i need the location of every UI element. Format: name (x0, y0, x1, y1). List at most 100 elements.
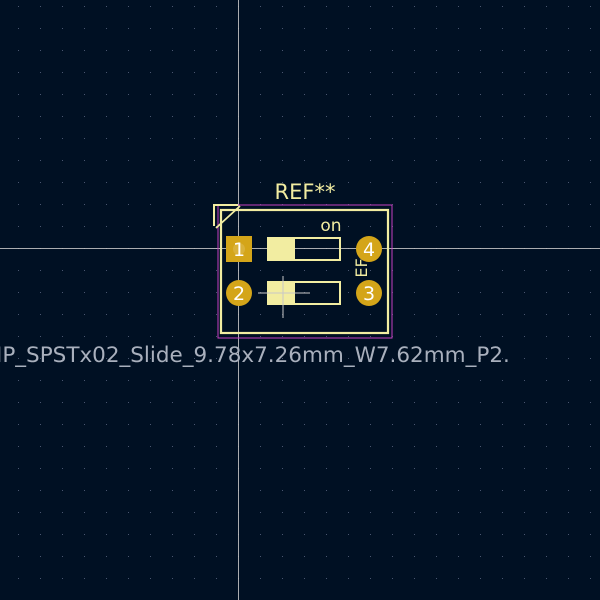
grid-dot (216, 72, 217, 73)
grid-dot (216, 116, 217, 117)
grid-dot (62, 270, 63, 271)
footprint-value[interactable]: IP_SPSTx02_Slide_9.78x7.26mm_W7.62mm_P2. (0, 343, 510, 368)
grid-dot (392, 182, 393, 183)
grid-dot (524, 292, 525, 293)
grid-dot (172, 424, 173, 425)
grid-dot (502, 512, 503, 513)
grid-dot (480, 336, 481, 337)
grid-dot (326, 6, 327, 7)
grid-dot (392, 160, 393, 161)
pad-1[interactable]: 1 (226, 236, 252, 262)
grid-dot (326, 72, 327, 73)
grid-dot (414, 336, 415, 337)
grid-dot (260, 578, 261, 579)
grid-dot (524, 160, 525, 161)
grid-dot (348, 512, 349, 513)
grid-dot (106, 182, 107, 183)
grid-dot (194, 512, 195, 513)
grid-dot (304, 424, 305, 425)
grid-dot (40, 160, 41, 161)
grid-dot (194, 446, 195, 447)
grid-dot (392, 490, 393, 491)
grid-dot (304, 116, 305, 117)
grid-dot (282, 72, 283, 73)
grid-dot (414, 182, 415, 183)
grid-dot (84, 50, 85, 51)
grid-dot (106, 270, 107, 271)
grid-dot (590, 578, 591, 579)
grid-dot (18, 556, 19, 557)
pad-3[interactable]: 3 (356, 280, 382, 306)
grid-dot (282, 336, 283, 337)
grid-dot (502, 72, 503, 73)
grid-dot (370, 380, 371, 381)
grid-dot (524, 28, 525, 29)
grid-dot (84, 534, 85, 535)
grid-dot (106, 50, 107, 51)
grid-dot (326, 512, 327, 513)
grid-dot (194, 424, 195, 425)
grid-dot (216, 94, 217, 95)
grid-dot (172, 534, 173, 535)
grid-dot (590, 50, 591, 51)
grid-dot (392, 50, 393, 51)
slide-switch-1[interactable] (267, 237, 341, 261)
grid-dot (568, 94, 569, 95)
grid-dot (568, 468, 569, 469)
grid-dot (216, 556, 217, 557)
grid-dot (172, 468, 173, 469)
grid-dot (260, 446, 261, 447)
grid-dot (128, 468, 129, 469)
grid-dot (150, 28, 151, 29)
grid-dot (502, 204, 503, 205)
grid-dot (260, 6, 261, 7)
grid-dot (590, 292, 591, 293)
grid-dot (370, 116, 371, 117)
grid-dot (326, 50, 327, 51)
grid-dot (568, 292, 569, 293)
grid-dot (414, 28, 415, 29)
grid-dot (436, 446, 437, 447)
grid-dot (84, 72, 85, 73)
grid-dot (172, 72, 173, 73)
grid-dot (40, 314, 41, 315)
grid-dot (62, 204, 63, 205)
grid-dot (62, 468, 63, 469)
grid-dot (106, 160, 107, 161)
grid-dot (150, 182, 151, 183)
silkscreen-body-outline[interactable] (219, 208, 390, 335)
grid-dot (18, 380, 19, 381)
grid-dot (150, 6, 151, 7)
grid-dot (282, 446, 283, 447)
grid-dot (128, 578, 129, 579)
grid-dot (546, 50, 547, 51)
grid-dot (84, 94, 85, 95)
grid-dot (18, 292, 19, 293)
grid-dot (304, 512, 305, 513)
grid-dot (348, 556, 349, 557)
grid-dot (128, 270, 129, 271)
grid-dot (18, 94, 19, 95)
grid-dot (172, 314, 173, 315)
grid-dot (282, 578, 283, 579)
pad-4[interactable]: 4 (356, 236, 382, 262)
grid-dot (194, 336, 195, 337)
grid-dot (304, 358, 305, 359)
grid-dot (282, 138, 283, 139)
slide-switch-2[interactable] (258, 276, 341, 318)
grid-dot (590, 116, 591, 117)
grid-dot (480, 402, 481, 403)
grid-dot (106, 292, 107, 293)
grid-dot (172, 204, 173, 205)
grid-dot (370, 182, 371, 183)
grid-dot (128, 446, 129, 447)
grid-dot (216, 534, 217, 535)
grid-dot (348, 424, 349, 425)
pad-2[interactable]: 2 (226, 280, 252, 306)
grid-dot (40, 336, 41, 337)
grid-dot (326, 380, 327, 381)
grid-dot (436, 226, 437, 227)
grid-dot (326, 270, 327, 271)
reference-designator[interactable]: REF** (275, 180, 336, 204)
